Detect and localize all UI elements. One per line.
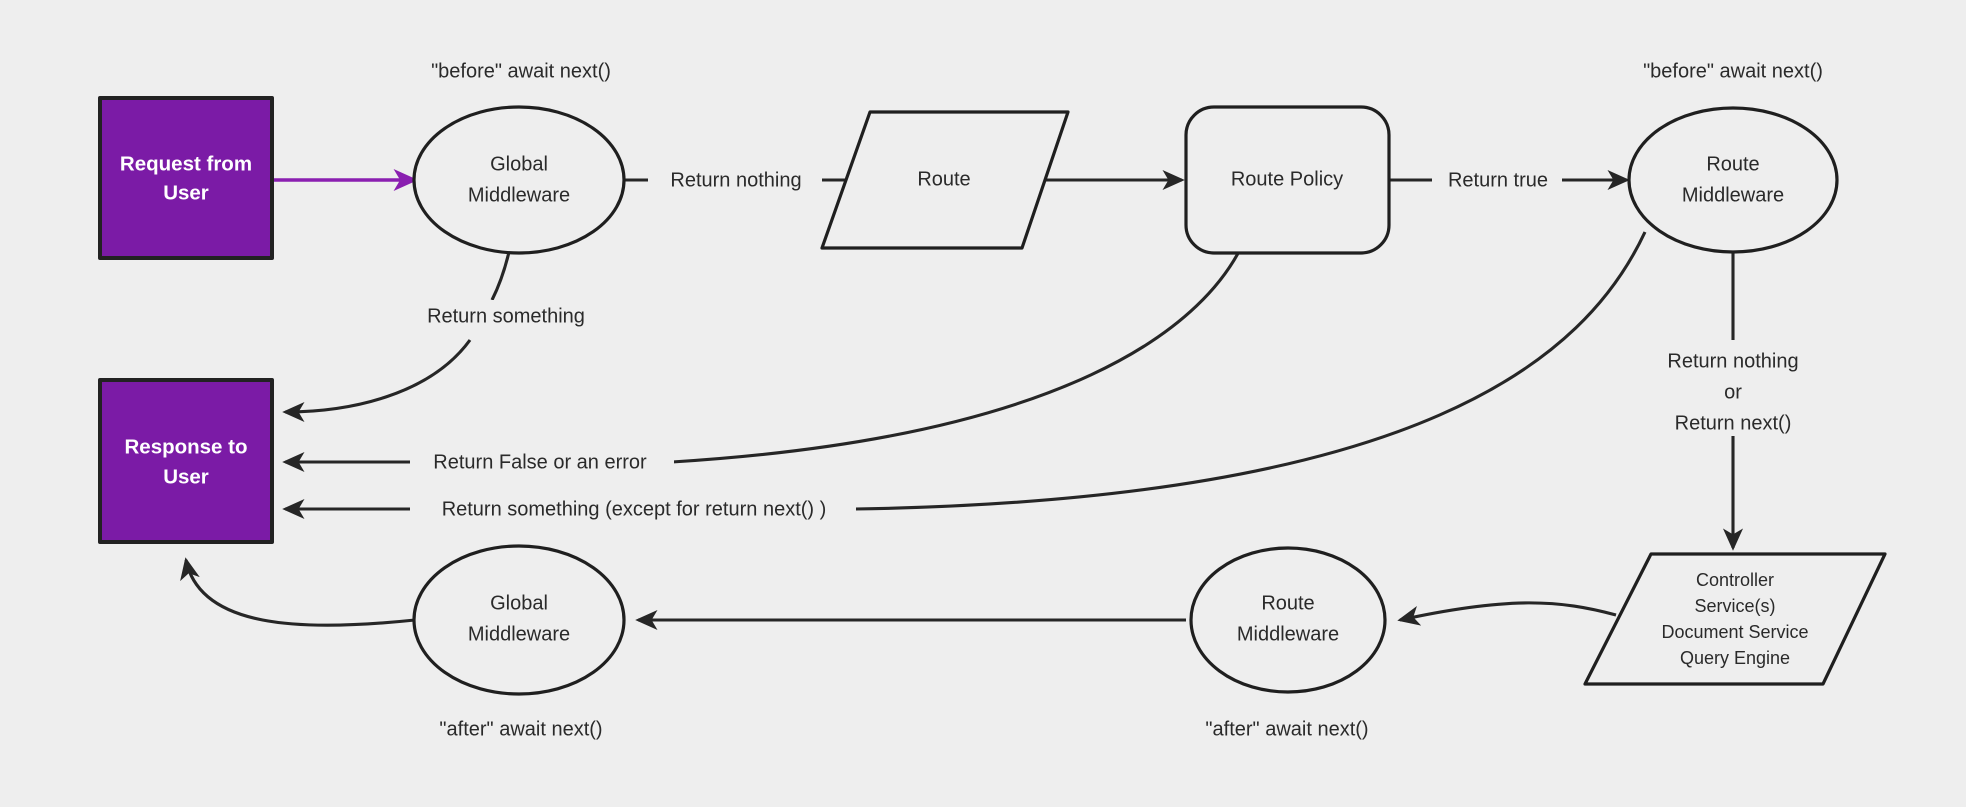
edge-global-middleware-return-something-tail — [282, 339, 472, 423]
annotation-after-route-middleware: "after" await next() — [1205, 718, 1368, 740]
edge-label-return-nothing-or-next-line2: or — [1724, 381, 1742, 403]
edge-label-return-something-except-next: Return something (except for return next… — [442, 498, 827, 520]
label-bg-return-something — [410, 300, 596, 334]
node-route-middleware-before-label-line1: Route — [1706, 153, 1759, 175]
edge-route-policy-return-false — [671, 231, 1250, 464]
node-route-policy-label: Route Policy — [1231, 168, 1343, 190]
edge-global-middleware-after-to-response — [180, 557, 416, 627]
node-response-to-user-label-line2: User — [163, 465, 209, 488]
node-global-middleware-before-label-line2: Middleware — [468, 184, 570, 206]
node-global-middleware-after-label-line2: Middleware — [468, 623, 570, 645]
node-response-to-user[interactable] — [98, 378, 274, 544]
node-global-middleware-before[interactable] — [412, 105, 626, 255]
node-controller-group-label-line4: Query Engine — [1680, 648, 1790, 668]
edge-route-middleware-return-something — [854, 231, 1647, 511]
node-route-policy[interactable] — [1184, 105, 1391, 255]
edge-label-return-something: Return something — [427, 305, 585, 327]
node-response-to-user-label-line1: Response to — [124, 435, 247, 458]
label-bg-return-something-except-next — [412, 493, 856, 527]
node-request-from-user-label-line2: User — [163, 181, 209, 204]
node-route-middleware-before-label-line2: Middleware — [1682, 184, 1784, 206]
edge-controller-to-route-middleware-after — [1397, 601, 1617, 626]
node-controller-group-label-line3: Document Service — [1661, 622, 1808, 642]
node-global-middleware-after[interactable] — [412, 544, 626, 696]
node-controller-group-label-line1: Controller — [1696, 570, 1774, 590]
node-global-middleware-before-label-line1: Global — [490, 153, 548, 175]
edge-label-return-true: Return true — [1448, 169, 1548, 191]
label-bg-return-false-or-error — [412, 446, 674, 480]
node-route-middleware-after-label-line2: Middleware — [1237, 623, 1339, 645]
annotation-before-global-middleware: "before" await next() — [431, 60, 611, 82]
edge-label-return-nothing: Return nothing — [670, 169, 801, 191]
edge-label-return-false-or-error: Return False or an error — [433, 451, 647, 473]
node-controller-group[interactable] — [1583, 552, 1887, 686]
edge-label-return-nothing-or-next-line1: Return nothing — [1667, 350, 1798, 372]
node-route[interactable] — [820, 110, 1070, 250]
label-bg-return-nothing-or-next — [1638, 340, 1830, 436]
node-route-middleware-before[interactable] — [1627, 106, 1839, 254]
label-bg-return-nothing — [650, 164, 822, 196]
node-global-middleware-after-label-line1: Global — [490, 592, 548, 614]
node-controller-group-label-line2: Service(s) — [1694, 596, 1775, 616]
node-request-from-user[interactable] — [98, 96, 274, 260]
node-route-middleware-after[interactable] — [1189, 546, 1387, 694]
node-request-from-user-label-line1: Request from — [120, 152, 252, 175]
node-route-label: Route — [917, 168, 970, 190]
label-bg-return-true — [1434, 164, 1562, 196]
annotation-after-global-middleware: "after" await next() — [439, 718, 602, 740]
annotation-before-route-middleware: "before" await next() — [1643, 60, 1823, 82]
edge-label-return-nothing-or-next-line3: Return next() — [1675, 412, 1792, 434]
node-route-middleware-after-label-line1: Route — [1261, 592, 1314, 614]
